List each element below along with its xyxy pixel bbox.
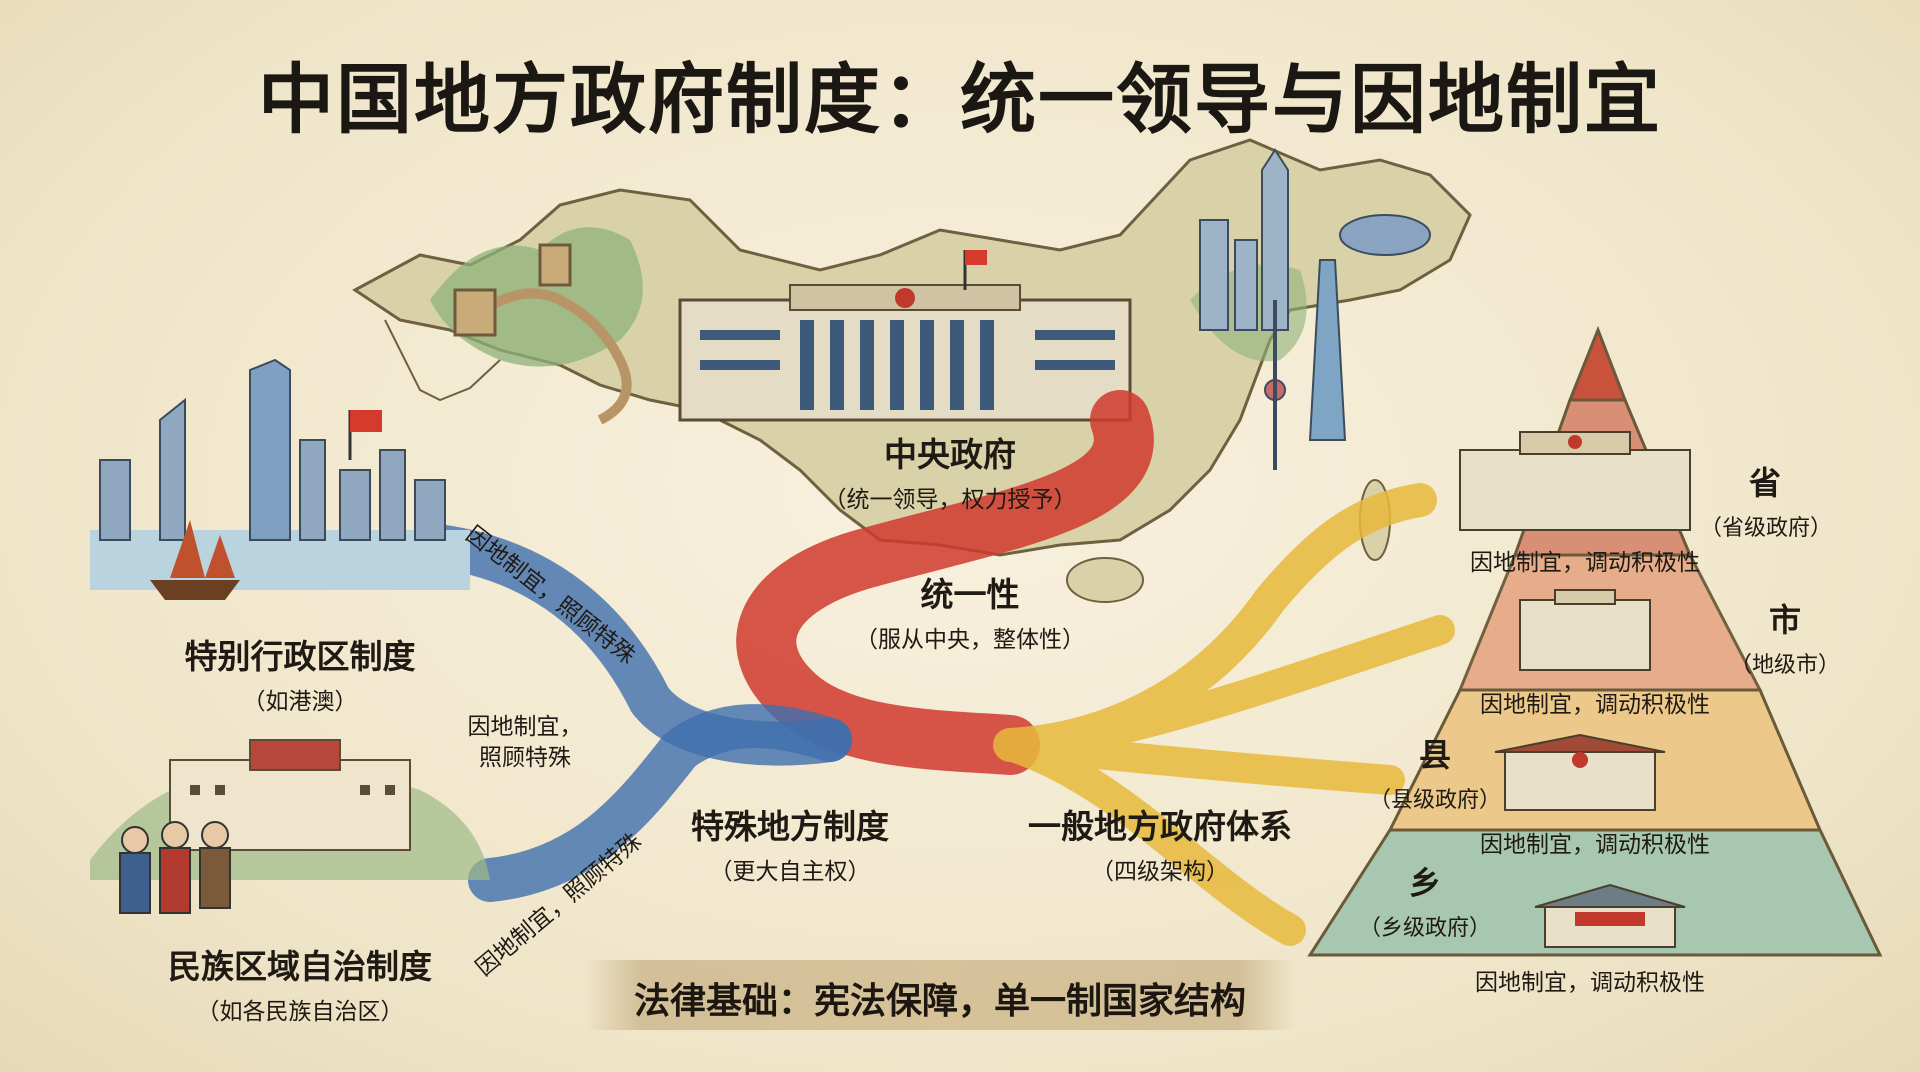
level-city-sub: （地级市） xyxy=(1729,653,1840,678)
provincial-building xyxy=(1459,431,1691,531)
city-building xyxy=(1519,589,1651,671)
sar-label: 特别行政区制度 （如港澳） xyxy=(140,630,460,716)
unity-label: 统一性 （服从中央，整体性） xyxy=(830,568,1110,654)
blue-stream-ethnic xyxy=(468,704,852,902)
sar-subtitle: （如港澳） xyxy=(242,689,358,715)
level-county-name: 县 xyxy=(1418,736,1451,774)
general-system-label: 一般地方政府体系 （四级架构） xyxy=(1000,800,1320,886)
level-township-note: 因地制宜，调动积极性 xyxy=(1475,970,1705,996)
general-system-title: 一般地方政府体系 xyxy=(1028,807,1292,846)
unity-title: 统一性 xyxy=(920,575,1020,614)
page-title: 中国地方政府制度：统一领导与因地制宜 xyxy=(258,55,1662,144)
flow-label-middle: 因地制宜， 照顾特殊 xyxy=(465,712,585,774)
great-wall xyxy=(453,243,632,425)
sar-title: 特别行政区制度 xyxy=(184,637,416,676)
level-county: 县 （县级政府） xyxy=(1365,730,1505,814)
level-city-name: 市 xyxy=(1768,601,1801,639)
level-province-name: 省 xyxy=(1748,464,1781,502)
level-county-note: 因地制宜，调动积极性 xyxy=(1480,832,1710,858)
central-government-label: 中央政府 （统一领导，权力授予） xyxy=(800,428,1100,514)
flow-label-middle-line2: 照顾特殊 xyxy=(479,745,571,772)
special-system-label: 特殊地方制度 （更大自主权） xyxy=(660,800,920,886)
special-system-subtitle: （更大自主权） xyxy=(709,859,871,885)
central-government-subtitle: （统一领导，权力授予） xyxy=(823,487,1077,513)
ethnic-autonomy-label: 民族区域自治制度 （如各民族自治区） xyxy=(110,940,490,1026)
ethnic-autonomy-title: 民族区域自治制度 xyxy=(168,947,432,986)
great-hall-building xyxy=(678,250,1132,422)
county-building xyxy=(1494,733,1666,811)
level-township-sub: （乡级政府） xyxy=(1358,916,1491,941)
level-township-name: 乡 xyxy=(1408,864,1441,902)
unity-subtitle: （服从中央，整体性） xyxy=(855,627,1085,653)
red-stream-unity xyxy=(736,390,1154,775)
level-county-sub: （县级政府） xyxy=(1368,788,1501,813)
hong-kong-skyline xyxy=(90,358,470,600)
ethnic-people-figures xyxy=(119,821,231,914)
township-building xyxy=(1534,883,1686,948)
flow-label-middle-line1: 因地制宜， xyxy=(467,714,583,740)
special-system-title: 特殊地方制度 xyxy=(691,807,889,846)
level-province-note: 因地制宜，调动积极性 xyxy=(1470,550,1700,576)
footer-legal-basis: 法律基础：宪法保障，单一制国家结构 xyxy=(633,980,1246,1022)
city-skyline-shanghai xyxy=(1199,148,1431,470)
general-system-subtitle: （四级架构） xyxy=(1091,859,1229,885)
central-government-title: 中央政府 xyxy=(884,435,1016,474)
level-province-sub: （省级政府） xyxy=(1700,516,1833,541)
level-province: 省 （省级政府） xyxy=(1700,458,1833,542)
level-city: 市 （地级市） xyxy=(1720,595,1850,679)
ethnic-autonomy-subtitle: （如各民族自治区） xyxy=(196,999,404,1025)
yellow-streams xyxy=(993,483,1455,946)
footer-banner xyxy=(585,960,1295,1030)
level-city-note: 因地制宜，调动积极性 xyxy=(1480,692,1710,718)
level-township: 乡 （乡级政府） xyxy=(1350,858,1500,942)
